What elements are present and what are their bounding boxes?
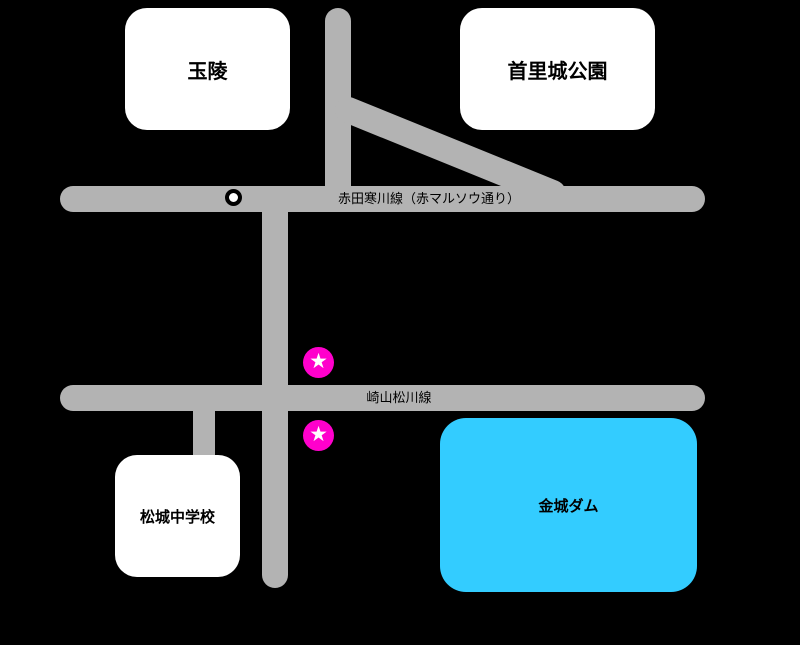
- place-shuri-castle-park: 首里城公園: [460, 8, 655, 130]
- star-icon: ★: [309, 423, 328, 446]
- place-tamaudun: 玉陵: [125, 8, 290, 130]
- road-label-akata-samukawa: 赤田寒川線（赤マルソウ通り）: [338, 191, 521, 206]
- place-label-kinjo-dam: 金城ダム: [538, 497, 599, 515]
- road-school-access: [193, 400, 215, 460]
- star-marker-north: ★: [303, 347, 334, 378]
- place-label-shuri-castle-park: 首里城公園: [507, 60, 608, 83]
- road-label-sakiyama-matsukawa: 崎山松川線: [366, 390, 432, 405]
- road-sakiyama-matsukawa: [60, 385, 705, 411]
- place-label-tamaudun: 玉陵: [187, 60, 228, 83]
- road-akata-samukawa: [60, 186, 705, 212]
- star-marker-south: ★: [303, 420, 334, 451]
- place-kinjo-dam: 金城ダム: [440, 418, 697, 592]
- place-matsushiro-junior-high: 松城中学校: [115, 455, 240, 577]
- place-label-matsushiro-junior-high: 松城中学校: [139, 508, 215, 526]
- star-icon: ★: [309, 350, 328, 373]
- junction-circle-marker: [225, 189, 242, 206]
